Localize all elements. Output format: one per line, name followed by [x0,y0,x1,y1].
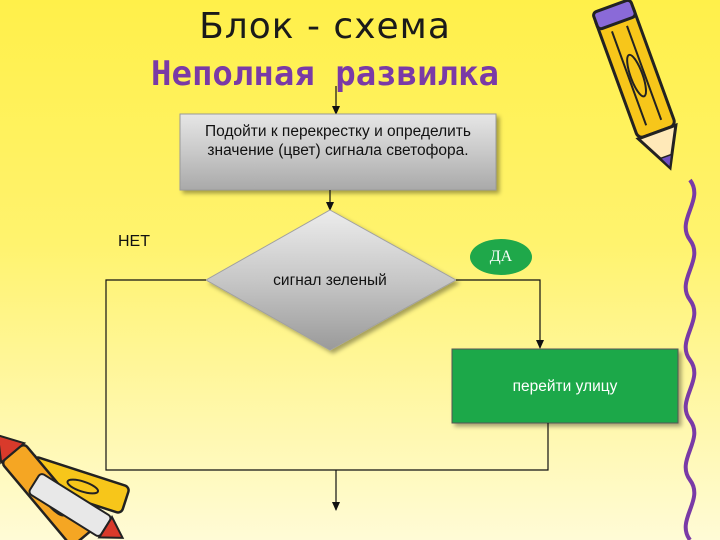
arrow-action-merge [336,423,549,471]
arrow-yes-branch [456,279,544,349]
crayons-icon [0,433,130,540]
process-box [179,113,497,191]
yes-badge: ДА [470,239,532,275]
slide-subtitle: Неполная развилка [151,54,499,94]
pencil-icon [592,0,678,171]
decorative-curl [683,178,697,540]
slide-title: Блок - схема [199,6,451,47]
no-label: НЕТ [118,233,150,250]
arrow-no-branch [105,279,336,471]
process-box-text: Подойти к перекрестку и определить значе… [205,123,471,159]
action-box [451,348,679,424]
decision-text: сигнал зеленый [273,272,387,289]
decision-diamond [204,209,458,351]
action-box-text: перейти улицу [512,378,618,395]
